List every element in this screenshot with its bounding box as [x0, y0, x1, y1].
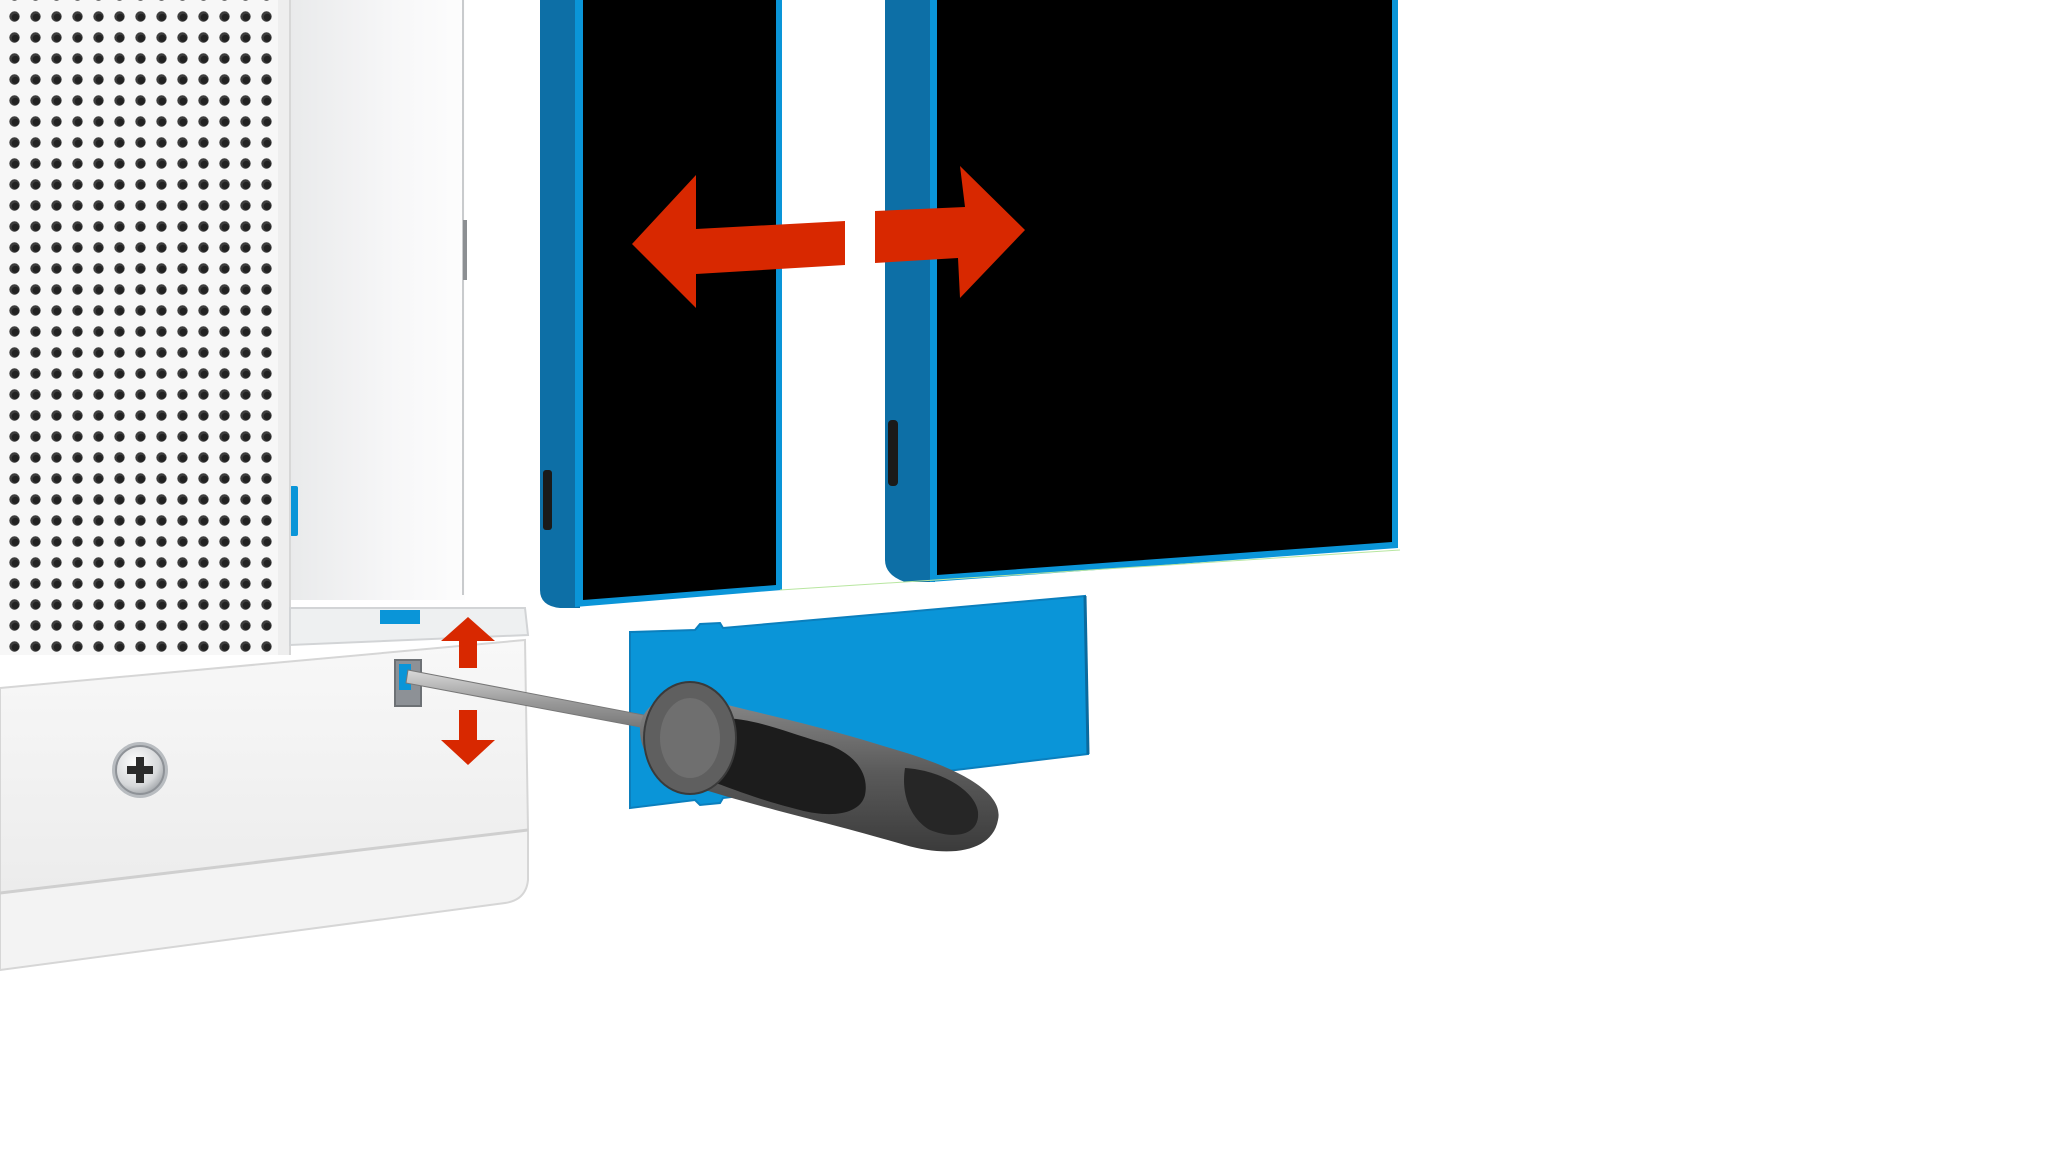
phillips-screw-icon[interactable] [112, 742, 168, 798]
double-vertical-arrow-icon [441, 617, 495, 765]
left-carrier-screen [583, 0, 776, 600]
right-carrier-side-rail [885, 0, 935, 582]
chassis-side-panel [290, 0, 465, 600]
left-drive-carrier[interactable] [540, 0, 782, 608]
double-horizontal-arrow-icon [632, 166, 1025, 308]
chassis-lower-lip [0, 828, 529, 972]
chassis-edge-notch [463, 220, 467, 280]
right-carrier-screen [937, 0, 1392, 575]
right-carrier-grip-slot [888, 420, 898, 486]
left-carrier-side-rail [540, 0, 580, 608]
right-drive-carrier[interactable] [779, 0, 1401, 591]
ledge-blue-clip [380, 610, 420, 624]
perforated-vent-panel [0, 0, 291, 655]
screwdriver[interactable] [405, 669, 999, 852]
server-chassis [0, 0, 530, 972]
chassis-inner-blue-tab [290, 486, 298, 536]
screwdriver-grip-pad-end [904, 768, 979, 835]
left-carrier-grip-slot [543, 470, 552, 530]
